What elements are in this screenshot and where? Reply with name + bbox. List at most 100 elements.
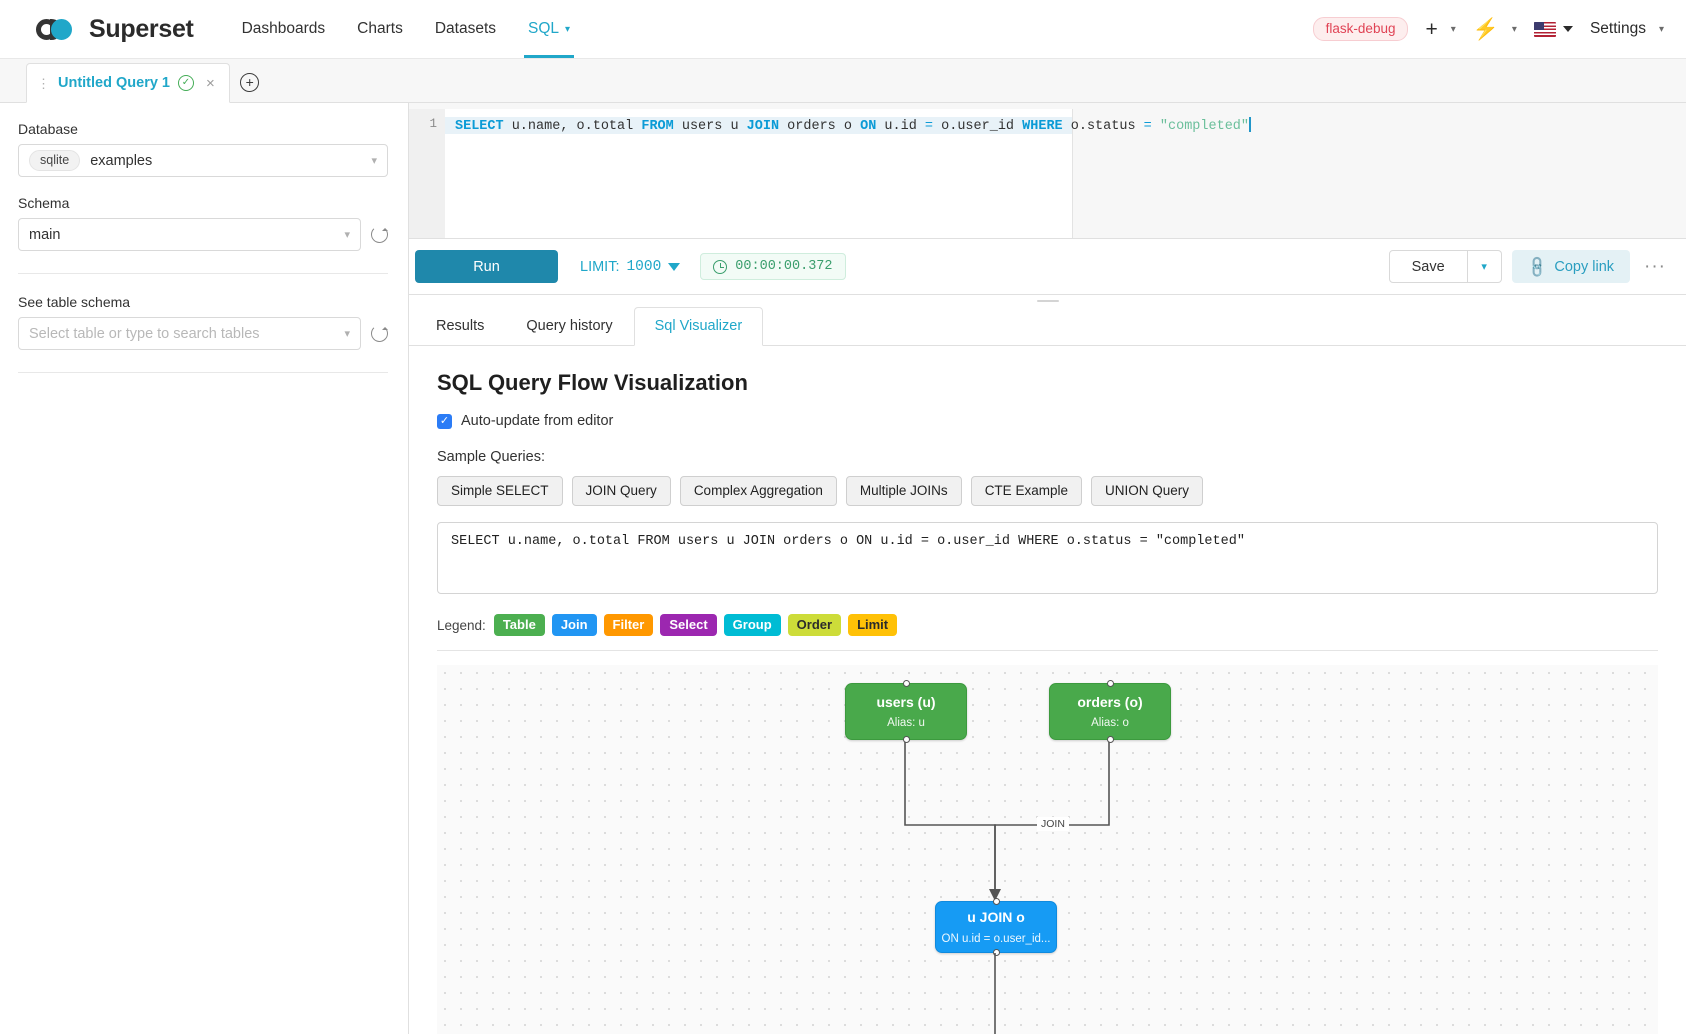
copy-link-button[interactable]: 🔗 Copy link [1511,250,1631,283]
nav-item-sql[interactable]: SQL ▾ [523,0,575,58]
node-orders[interactable]: orders (o) Alias: o [1049,680,1171,743]
link-icon: 🔗 [1524,254,1551,280]
drag-handle-icon[interactable]: ⋮ [37,75,50,91]
line-number: 1 [429,117,437,131]
chevron-down-icon: ▾ [1658,23,1664,35]
chevron-down-icon: ▾ [565,23,571,35]
save-group: Save ▾ [1388,250,1502,283]
navbar-right: flask-debug + ▾ ⚡ ▾ Settings ▾ [1312,17,1664,41]
edge-layer [904,740,1110,901]
database-label: Database [18,121,78,137]
check-circle-icon: ✓ [178,75,194,91]
query-flow-canvas[interactable]: users (u) Alias: u orders (o) Alias: o J… [437,665,1658,1034]
divider [18,372,388,373]
language-menu[interactable] [1533,21,1573,37]
infinity-logo-icon [36,16,80,42]
sample-button-simple-select[interactable]: Simple SELECT [437,476,563,506]
nav-item-datasets[interactable]: Datasets [435,0,496,58]
node-users[interactable]: users (u) Alias: u [845,680,967,743]
chevron-down-icon: ▾ [344,328,350,340]
more-options-icon[interactable]: ··· [1644,255,1666,277]
settings-label: Settings [1589,20,1646,37]
legend-chip-select: Select [660,614,717,636]
schema-value: main [29,226,61,243]
panel-resize-handle[interactable] [409,295,1686,306]
plus-circle-icon: + [240,72,260,92]
port-bottom [992,949,1000,956]
chevron-down-icon: ▾ [371,155,377,167]
nav-item-dashboards[interactable]: Dashboards [242,0,326,58]
tab-sql-visualizer[interactable]: Sql Visualizer [633,307,764,346]
nav-item-charts[interactable]: Charts [357,0,403,58]
result-tabs: Results Query history Sql Visualizer [409,306,1686,346]
editor-and-results: 1 SELECT u.name, o.total FROM users u JO… [409,103,1686,1034]
chevron-down-icon: ▾ [1511,23,1517,35]
primary-nav: Dashboards Charts Datasets SQL ▾ [242,0,575,58]
run-button[interactable]: Run [415,250,558,283]
sql-visualizer-panel: SQL Query Flow Visualization ✓ Auto-upda… [409,346,1686,1034]
copy-link-label: Copy link [1554,258,1615,275]
close-icon[interactable]: × [206,74,215,92]
table-select[interactable]: Select table or type to search tables ▾ [18,317,361,350]
refresh-tables-icon[interactable] [371,325,388,342]
schema-row: main ▾ [18,218,388,251]
limit-dropdown[interactable]: LIMIT: 1000 [580,259,681,275]
tab-query-history[interactable]: Query history [505,307,633,346]
chevron-down-icon: ▾ [1450,23,1456,35]
nav-label: Datasets [434,20,496,37]
auto-update-checkbox[interactable]: ✓ [437,413,452,429]
auto-update-label: Auto-update from editor [461,413,614,429]
tab-label: Sql Visualizer [654,318,743,334]
database-value: examples [90,152,153,169]
sample-queries-label: Sample Queries: [437,449,545,465]
sample-button-join-query[interactable]: JOIN Query [571,476,671,506]
sample-button-multiple-joins[interactable]: Multiple JOINs [845,476,962,506]
timer-value: 00:00:00.372 [735,259,833,274]
refresh-schema-icon[interactable] [371,226,388,243]
visualizer-content: SQL Query Flow Visualization ✓ Auto-upda… [409,370,1686,651]
node-join[interactable]: u JOIN o ON u.id = o.user_id... [935,898,1057,956]
sample-button-union-query[interactable]: UNION Query [1090,476,1203,506]
main-area: Database sqlite examples ▾ Schema main ▾… [0,103,1686,1034]
clock-icon [713,259,728,274]
legend-chip-table: Table [493,614,545,636]
sample-button-complex-aggregation[interactable]: Complex Aggregation [679,476,837,506]
node-subtitle: Alias: u [887,717,925,730]
new-item-menu[interactable]: + ▾ [1425,19,1455,40]
tab-results[interactable]: Results [415,307,505,346]
legend-chip-limit: Limit [848,614,898,636]
database-select[interactable]: sqlite examples ▾ [18,144,388,177]
sql-editor-wrapper: 1 SELECT u.name, o.total FROM users u JO… [409,103,1686,239]
save-dropdown-button[interactable]: ▾ [1467,250,1502,283]
editor-code-area[interactable]: SELECT u.name, o.total FROM users u JOIN… [445,109,1686,238]
sql-input-textarea[interactable] [437,522,1658,594]
tab-label: Results [436,318,485,334]
brand-name: Superset [89,14,194,43]
auto-update-row[interactable]: ✓ Auto-update from editor [437,413,1658,429]
editor-toolbar: Run LIMIT: 1000 00:00:00.372 Save ▾ 🔗 Co… [409,239,1686,295]
nav-label: Dashboards [241,20,326,37]
query-tab-untitled-query-1[interactable]: ⋮ Untitled Query 1 ✓ × [26,63,230,103]
table-select-placeholder: Select table or type to search tables [29,325,260,342]
query-tab-label: Untitled Query 1 [58,75,170,91]
divider [18,273,388,274]
legend: Legend: Table Join Filter Select Group O… [437,614,1658,636]
superset-logo[interactable]: Superset [36,15,194,44]
divider [437,650,1658,651]
flask-debug-badge: flask-debug [1312,17,1409,41]
legend-label: Legend: [437,617,486,633]
table-schema-label: See table schema [18,294,131,310]
add-query-tab-button[interactable]: + [230,62,270,102]
legend-chip-join: Join [551,614,597,636]
port-top [902,680,910,687]
page-title: SQL Query Flow Visualization [437,370,748,395]
schema-select[interactable]: main ▾ [18,218,361,251]
legend-chip-group: Group [723,614,781,636]
us-flag-icon [1533,21,1556,37]
sample-button-cte-example[interactable]: CTE Example [970,476,1082,506]
plus-icon: + [1425,17,1438,41]
bolt-menu[interactable]: ⚡ ▾ [1473,19,1517,40]
save-button[interactable]: Save [1388,250,1468,283]
code-line-1: SELECT u.name, o.total FROM users u JOIN… [455,117,1251,134]
settings-menu[interactable]: Settings ▾ [1590,20,1664,38]
